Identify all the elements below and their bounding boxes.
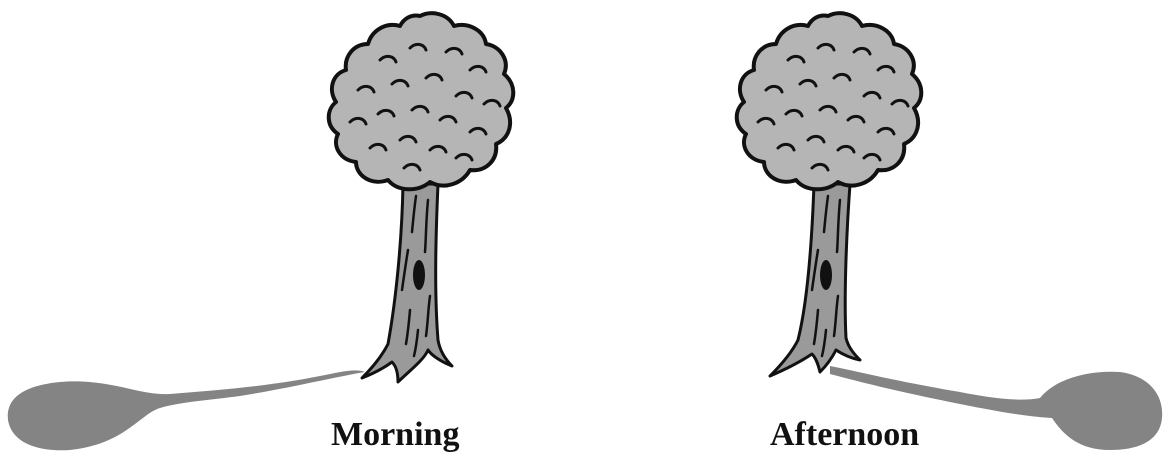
morning-shadow [8, 370, 365, 450]
afternoon-trunk-hole [820, 260, 832, 290]
morning-trunk [362, 184, 452, 382]
morning-trunk-hole [413, 260, 425, 290]
morning-label: Morning [331, 418, 459, 452]
afternoon-label: Afternoon [770, 418, 919, 452]
afternoon-panel [737, 13, 1162, 450]
morning-panel [8, 13, 513, 450]
afternoon-trunk [770, 184, 860, 376]
